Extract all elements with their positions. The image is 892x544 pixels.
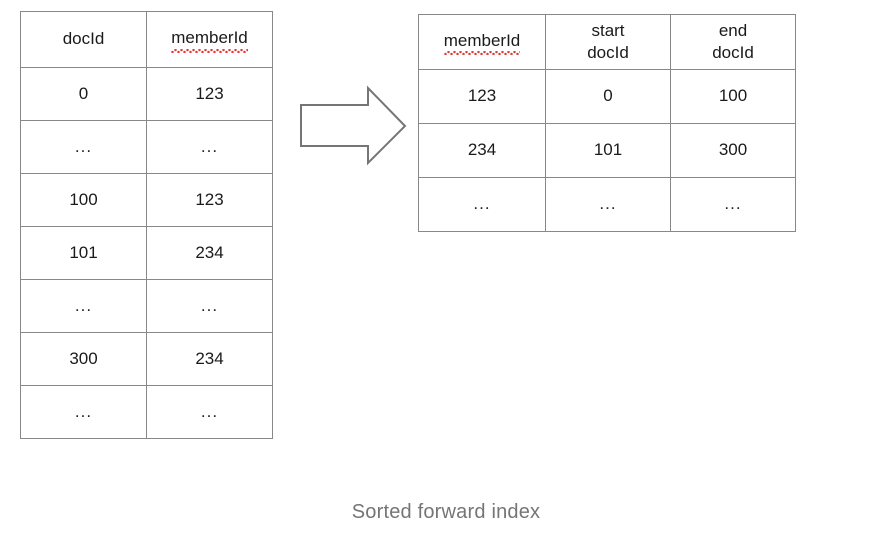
column-header-memberid-label: memberId	[171, 27, 248, 53]
cell-docid: 0	[20, 67, 147, 121]
cell-memberid: 123	[418, 69, 546, 124]
table-row: 234 101 300	[418, 123, 796, 178]
cell-docid: ...	[20, 120, 147, 174]
column-header-end-docid-line1: end	[718, 20, 748, 40]
table-header-row: memberId start docId end docId	[418, 14, 796, 70]
column-header-docid-label: docId	[62, 29, 105, 49]
table-row: 300 234	[20, 332, 273, 386]
table-row: 123 0 100	[418, 69, 796, 124]
cell-memberid: 234	[146, 226, 273, 280]
table-header-row: docId memberId	[20, 11, 273, 68]
column-header-start-docid-line2: docId	[587, 43, 629, 62]
cell-end-docid: ...	[670, 177, 796, 232]
column-header-memberid-label: memberId	[443, 30, 520, 56]
right-arrow-icon	[300, 85, 407, 166]
member-docid-range-table: memberId start docId end docId 123 0 100…	[418, 14, 796, 232]
cell-end-docid: 100	[670, 69, 796, 124]
table-row: 100 123	[20, 173, 273, 227]
cell-end-docid: 300	[670, 123, 796, 178]
cell-memberid: ...	[146, 120, 273, 174]
column-header-docid: docId	[20, 11, 147, 68]
cell-start-docid: 0	[545, 69, 671, 124]
cell-docid: ...	[20, 385, 147, 439]
cell-memberid: 234	[146, 332, 273, 386]
table-row: ... ...	[20, 385, 273, 439]
cell-docid: 100	[20, 173, 147, 227]
cell-start-docid: ...	[545, 177, 671, 232]
column-header-start-docid-line1: start	[591, 20, 625, 40]
cell-memberid: ...	[418, 177, 546, 232]
column-header-start-docid: start docId	[545, 14, 671, 70]
cell-docid: 101	[20, 226, 147, 280]
diagram-caption: Sorted forward index	[351, 501, 541, 523]
cell-docid: ...	[20, 279, 147, 333]
table-row: ... ...	[20, 279, 273, 333]
cell-start-docid: 101	[545, 123, 671, 178]
column-header-memberid: memberId	[418, 14, 546, 70]
column-header-memberid: memberId	[146, 11, 273, 68]
cell-docid: 300	[20, 332, 147, 386]
table-row: ... ... ...	[418, 177, 796, 232]
cell-memberid: 123	[146, 173, 273, 227]
cell-memberid: ...	[146, 385, 273, 439]
cell-memberid: 123	[146, 67, 273, 121]
column-header-end-docid: end docId	[670, 14, 796, 70]
cell-memberid: 234	[418, 123, 546, 178]
sorted-forward-index-table: docId memberId 0 123 ... ... 100 123 101	[20, 11, 273, 439]
right-arrow-shape	[300, 85, 407, 166]
table-row: 101 234	[20, 226, 273, 280]
column-header-end-docid-line2: docId	[712, 43, 754, 62]
table-row: 0 123	[20, 67, 273, 121]
table-row: ... ...	[20, 120, 273, 174]
cell-memberid: ...	[146, 279, 273, 333]
